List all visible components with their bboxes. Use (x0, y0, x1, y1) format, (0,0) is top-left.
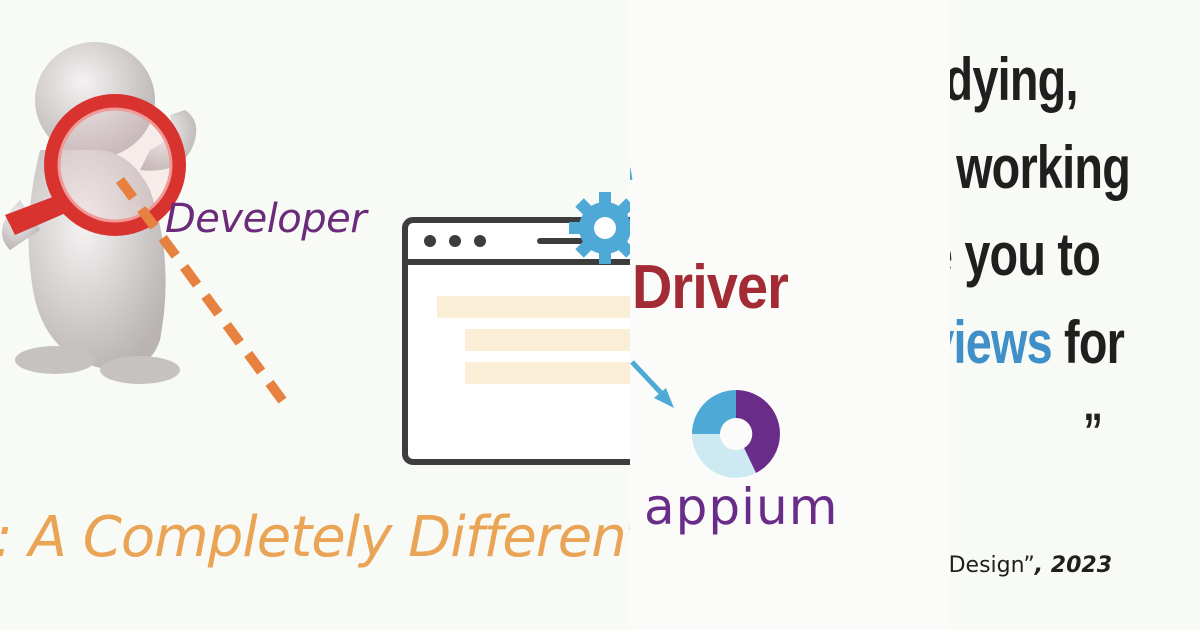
driver-panel: Driver appium (630, 0, 950, 630)
quote-line-3: e you to (950, 221, 1101, 288)
developer-label: Developer (165, 196, 367, 242)
gear-icon (569, 192, 630, 264)
quote-citation: Design”, 2023 (950, 553, 1112, 578)
citation-source: Design” (950, 553, 1035, 578)
citation-year: , 2023 (1034, 553, 1112, 578)
dashed-connector (115, 177, 293, 411)
headline-text: : A Completely Different (0, 505, 630, 570)
developer-panel: Developer : A Completely Different (0, 42, 630, 570)
magnifier-figure-icon (2, 42, 197, 384)
browser-window-icon (402, 217, 630, 465)
appium-wordmark: appium (644, 478, 839, 536)
quote-line-1: dying, (950, 46, 1079, 113)
quote-panel: dying, working e you to views for ” Desi… (950, 0, 1200, 630)
driver-illustration (630, 167, 780, 478)
appium-logo-icon (692, 390, 780, 478)
quote-line-2: working (956, 134, 1131, 201)
quote-highlight: views (950, 309, 1053, 376)
quote-closing-mark: ” (1083, 403, 1102, 459)
driver-label: Driver (632, 253, 789, 322)
quote-line-4: views for (950, 308, 1125, 377)
arrow-icon (630, 360, 674, 408)
quote-line-4-rest: for (1051, 309, 1125, 376)
developer-illustration (2, 42, 630, 465)
